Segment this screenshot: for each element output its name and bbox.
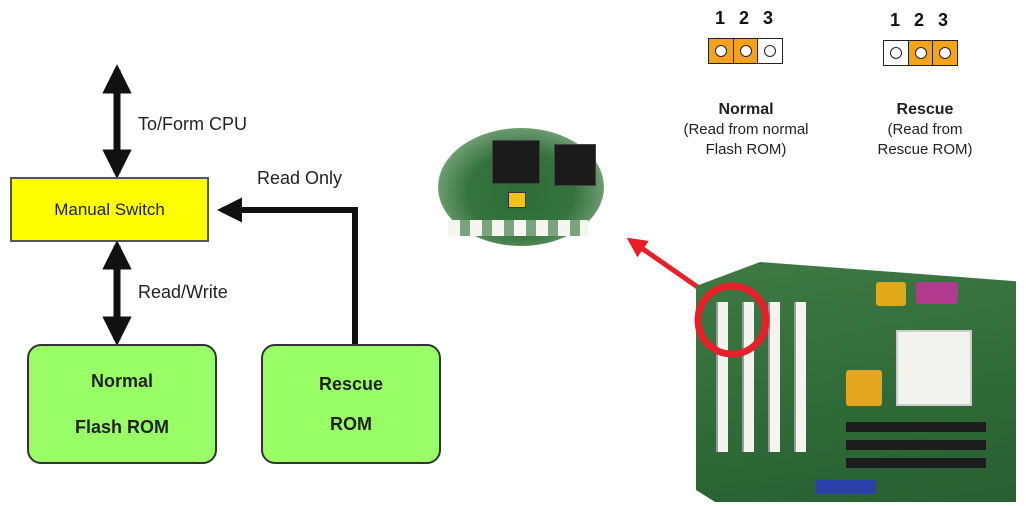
rescue-rom-line2: ROM — [330, 414, 372, 434]
io-port — [876, 282, 906, 306]
jumper-pin-1 — [883, 40, 909, 66]
pin-number: 2 — [738, 8, 749, 28]
edge-label-readonly: Read Only — [257, 168, 343, 188]
pin-number: 3 — [937, 10, 948, 30]
edge-label-readwrite: Read/Write — [138, 282, 228, 302]
rescue-jumper-caption: Rescue (Read from Rescue ROM) — [850, 100, 1000, 160]
pin-hole — [715, 45, 727, 57]
pci-slot — [716, 302, 728, 452]
normal-jumper-title: Normal — [718, 101, 774, 118]
normal-jumper-caption: Normal (Read from normal Flash ROM) — [656, 100, 836, 160]
manual-switch-box: Manual Switch — [10, 177, 209, 242]
io-port — [916, 282, 958, 304]
motherboard-photo — [696, 262, 1016, 502]
ide-connector — [816, 480, 876, 494]
jumper-cap — [508, 192, 526, 208]
pin-number: 3 — [762, 8, 773, 28]
pin-hole — [739, 45, 752, 57]
rescue-jumper-title: Rescue — [896, 101, 954, 118]
rescue-jumper — [883, 40, 958, 66]
pin-number: 1 — [714, 8, 725, 28]
rescue-switch-arrow — [216, 197, 358, 344]
normal-jumper-desc-2: Flash ROM) — [705, 141, 787, 158]
rescue-jumper-desc-2: Rescue ROM) — [877, 141, 973, 158]
slot-edge — [448, 220, 588, 236]
normal-jumper — [708, 38, 783, 64]
pin-hole — [939, 47, 951, 59]
jumper-pin-2 — [732, 38, 759, 64]
normal-rom-line2: Flash ROM — [74, 417, 169, 437]
pin-hole — [914, 47, 927, 59]
rescue-rom-box: Rescue ROM — [261, 344, 441, 464]
jumper-pin-2 — [907, 40, 934, 66]
dimm-slot — [846, 440, 986, 450]
jumper-closeup-photo — [438, 128, 604, 246]
pin-hole — [764, 45, 776, 57]
pin-number: 2 — [913, 10, 924, 30]
pci-slot — [794, 302, 806, 452]
jumper-pin-1 — [708, 38, 734, 64]
normal-rom-line1: Normal — [90, 371, 153, 391]
cpu-socket — [896, 330, 972, 406]
rescue-jumper-desc-1: (Read from — [887, 121, 963, 138]
manual-switch-label: Manual Switch — [54, 199, 165, 219]
pin-number: 1 — [889, 10, 900, 30]
highlight-circle — [694, 282, 770, 358]
pin-hole — [890, 47, 902, 59]
rescue-rom-line1: Rescue — [318, 374, 384, 394]
jumper-pin-3 — [932, 40, 958, 66]
jumper-pin-3 — [757, 38, 783, 64]
bios-chip — [492, 140, 540, 184]
chip — [554, 144, 596, 186]
normal-jumper-desc-1: (Read from normal — [683, 121, 809, 138]
pci-slot — [742, 302, 754, 452]
pci-slot — [768, 302, 780, 452]
dimm-slot — [846, 458, 986, 468]
edge-label-cpu: To/Form CPU — [138, 114, 248, 134]
normal-flash-rom-box: Normal Flash ROM — [27, 344, 217, 464]
heatsink — [846, 370, 882, 406]
dimm-slot — [846, 422, 986, 432]
